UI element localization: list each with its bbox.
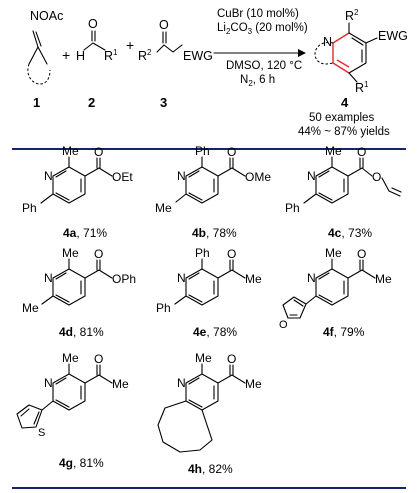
nitrogen-label: N — [177, 376, 186, 390]
carbonyl-oxygen: O — [227, 352, 236, 366]
methyl-label: Me — [22, 301, 39, 315]
atmosphere-time-text: N2, 6 h — [240, 74, 275, 88]
aryl-label: Ph — [22, 201, 37, 215]
methyl-label: Me — [325, 144, 342, 158]
examples-count: 50 examples — [309, 112, 374, 124]
compound-label: 4h, 82% — [188, 462, 233, 476]
yield-range: 44% ~ 87% yields — [298, 126, 390, 138]
ester-group: OMe — [245, 170, 271, 184]
example-4g: N Me O Me S 4g, 81% — [16, 351, 129, 470]
base-text: Li2CO3 (20 mol%) — [217, 22, 308, 36]
catalyst-text: CuBr (10 mol%) — [217, 8, 299, 20]
aryl-label: Ph — [156, 301, 171, 315]
ketone-methyl: Me — [245, 272, 262, 286]
reagent-2-number: 2 — [88, 95, 95, 110]
compound-label: 4b, 78% — [192, 226, 237, 240]
ewg-label: EWG — [183, 49, 213, 63]
ester-group: OPh — [112, 272, 136, 286]
plus-sign: + — [126, 37, 134, 53]
example-4h: N Me O Me 4h, 82% — [157, 351, 262, 476]
aryl-label: Ph — [285, 201, 300, 215]
reagent-3-number: 3 — [160, 95, 167, 110]
example-4a: N Me O OEt Ph 4a, 71% — [22, 144, 133, 240]
reagent-aldehyde: O H R1 2 — [76, 17, 118, 110]
product-ewg: EWG — [378, 29, 408, 43]
compound-label: 4a, 71% — [63, 226, 107, 240]
carbonyl-oxygen: O — [227, 145, 236, 159]
thiophene-sulfur: S — [38, 427, 45, 439]
carbonyl-oxygen: O — [357, 145, 366, 159]
carbonyl-oxygen: O — [94, 247, 103, 261]
example-4f: N Me O Me O 4f, 79% — [279, 246, 392, 339]
example-4e: N Ph O Me Ph 4e, 78% — [156, 246, 262, 339]
ketone-methyl: Me — [245, 377, 262, 391]
product-nitrogen: N — [323, 35, 332, 49]
product-pyridine: N R2 EWG R1 4 — [314, 8, 408, 110]
example-4b: N Ph O OMe Me 4b, 78% — [155, 144, 271, 240]
methyl-label: Me — [62, 351, 79, 365]
nitrogen-label: N — [44, 271, 53, 285]
carbonyl-oxygen: O — [227, 247, 236, 261]
nitrogen-label: N — [44, 169, 53, 183]
nitrogen-label: N — [44, 376, 53, 390]
aldehyde-oxygen: O — [88, 17, 98, 31]
methyl-label: Me — [155, 201, 172, 215]
ketone-oxygen: O — [159, 18, 169, 32]
general-reaction: NOAc 1 + O H R1 2 + O R2 EWG 3 — [27, 8, 408, 138]
methyl-label: Me — [195, 351, 212, 365]
phenyl-label: Ph — [195, 246, 210, 260]
methyl-label: Me — [62, 144, 79, 158]
ester-oxygen: O — [372, 170, 381, 184]
reaction-arrow — [213, 49, 306, 57]
compound-label: 4c, 73% — [328, 226, 372, 240]
compound-label: 4e, 78% — [193, 325, 237, 339]
compound-label: 4g, 81% — [59, 456, 104, 470]
nitrogen-label: N — [177, 169, 186, 183]
product-number: 4 — [341, 95, 349, 110]
compound-label: 4d, 81% — [59, 325, 104, 339]
aldehyde-h: H — [76, 49, 85, 63]
nitrogen-label: N — [307, 169, 316, 183]
solvent-temperature-text: DMSO, 120 °C — [226, 60, 302, 72]
carbonyl-oxygen: O — [94, 145, 103, 159]
example-4d: N Me O OPh Me 4d, 81% — [22, 246, 136, 339]
ketone-methyl: Me — [112, 377, 129, 391]
furan-oxygen: O — [279, 319, 288, 331]
carbonyl-oxygen: O — [357, 247, 366, 261]
nitrogen-label: N — [307, 271, 316, 285]
product-r2: R2 — [345, 8, 359, 23]
ester-group: OEt — [112, 170, 133, 184]
reagent-oxime-acetate: NOAc 1 — [27, 9, 63, 110]
example-4c: N Me O O Ph 4c, 73% — [285, 144, 402, 240]
plus-sign: + — [62, 47, 70, 63]
r2-label: R2 — [138, 48, 152, 63]
reagent-ketone: O R2 EWG 3 — [138, 18, 213, 110]
reagent-1-number: 1 — [33, 95, 40, 110]
carbonyl-oxygen: O — [94, 352, 103, 366]
methyl-label: Me — [62, 246, 79, 260]
nitrogen-label: N — [177, 271, 186, 285]
ketone-methyl: Me — [375, 272, 392, 286]
noac-group: NOAc — [30, 9, 63, 23]
r1-label: R1 — [104, 48, 118, 63]
methyl-label: Me — [325, 246, 342, 260]
product-r1: R1 — [355, 80, 369, 95]
compound-label: 4f, 79% — [323, 325, 365, 339]
phenyl-label: Ph — [195, 144, 210, 158]
